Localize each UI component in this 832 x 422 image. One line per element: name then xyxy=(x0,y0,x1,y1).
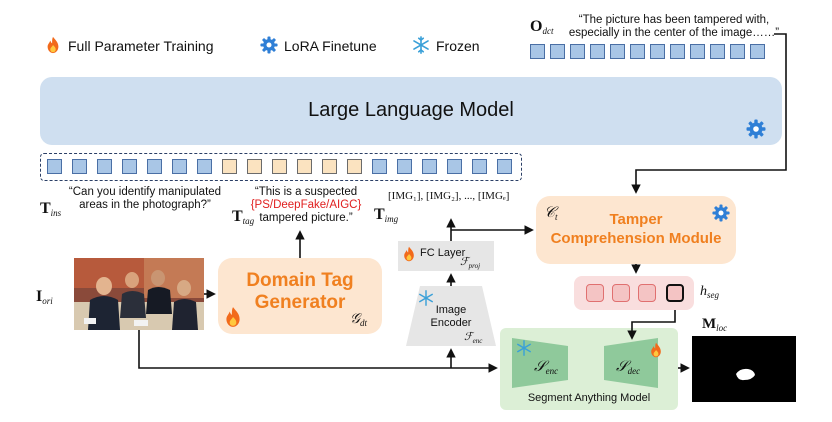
tamper-comprehension-module: 𝒞t Tamper Comprehension Module xyxy=(536,196,736,264)
output-token xyxy=(750,44,765,59)
seg-symbol: hseg xyxy=(700,284,719,300)
output-token xyxy=(710,44,725,59)
input-token xyxy=(47,159,62,174)
output-token xyxy=(650,44,665,59)
seg-cell xyxy=(612,284,630,302)
gear-icon xyxy=(712,204,730,227)
input-token xyxy=(72,159,87,174)
domain-tag-generator: Domain Tag Generator 𝒢dt xyxy=(218,258,382,334)
output-token xyxy=(730,44,745,59)
legend-lora-label: LoRA Finetune xyxy=(284,38,377,54)
legend-frozen-label: Frozen xyxy=(436,38,480,54)
input-token xyxy=(347,159,362,174)
output-token xyxy=(530,44,545,59)
localization-mask xyxy=(692,336,796,402)
input-token xyxy=(397,159,412,174)
tcm-symbol: 𝒞t xyxy=(544,205,558,222)
ins-text: “Can you identify manipulated areas in t… xyxy=(68,186,222,211)
input-token xyxy=(472,159,487,174)
output-token xyxy=(590,44,605,59)
image-encoder-label: Image Encoder xyxy=(430,304,472,329)
sam-decoder-symbol: 𝒮dec xyxy=(616,359,641,376)
output-token xyxy=(550,44,565,59)
domain-tag-symbol: 𝒢dt xyxy=(350,312,367,328)
fire-icon xyxy=(401,246,417,267)
output-token xyxy=(630,44,645,59)
input-token xyxy=(197,159,212,174)
input-token xyxy=(147,159,162,174)
output-text: “The picture has been tampered with, esp… xyxy=(568,14,780,39)
img-tokens-text: [IMG₁], [IMG₂], ..., [IMGₑ] xyxy=(388,190,510,202)
fc-layer-label: FC Layer xyxy=(420,247,466,259)
img-symbol: Timg xyxy=(374,206,399,224)
fire-icon xyxy=(648,342,664,363)
snowflake-icon xyxy=(412,36,430,59)
seg-cell xyxy=(638,284,656,302)
seg-token-box xyxy=(574,276,694,310)
input-token xyxy=(122,159,137,174)
image-encoder-symbol: ℱenc xyxy=(464,331,483,345)
legend-full-label: Full Parameter Training xyxy=(68,38,214,54)
sam-encoder-symbol: 𝒮enc xyxy=(534,359,559,376)
ins-symbol: Tins xyxy=(40,200,62,218)
original-photo xyxy=(74,258,204,330)
seg-token-cell xyxy=(666,284,684,302)
image-symbol: Iori xyxy=(36,288,53,306)
fc-layer: FC Layer ℱproj xyxy=(398,241,494,271)
mask-symbol: Mloc xyxy=(702,316,728,333)
output-token xyxy=(690,44,705,59)
llm-title: Large Language Model xyxy=(308,99,514,121)
domain-tag-title: Domain Tag Generator xyxy=(246,270,354,313)
tcm-title: Tamper Comprehension Module xyxy=(550,211,722,247)
input-token xyxy=(372,159,387,174)
input-token xyxy=(247,159,262,174)
gear-icon xyxy=(746,119,766,144)
input-token xyxy=(447,159,462,174)
input-token xyxy=(422,159,437,174)
fire-icon xyxy=(44,36,62,59)
input-token xyxy=(272,159,287,174)
fc-layer-symbol: ℱproj xyxy=(460,256,481,270)
tag-symbol: Ttag xyxy=(232,208,255,226)
snowflake-icon xyxy=(418,290,434,311)
input-token xyxy=(497,159,512,174)
large-language-model: Large Language Model xyxy=(40,77,782,145)
input-token xyxy=(222,159,237,174)
gear-icon xyxy=(260,36,278,59)
input-token xyxy=(172,159,187,174)
output-token xyxy=(610,44,625,59)
segment-anything-model: 𝒮enc 𝒮dec Segment Anything Model xyxy=(500,328,678,410)
fire-icon xyxy=(222,306,244,333)
seg-cell xyxy=(586,284,604,302)
output-symbol: Odct xyxy=(530,18,554,36)
snowflake-icon xyxy=(516,340,532,361)
input-token xyxy=(297,159,312,174)
input-token xyxy=(97,159,112,174)
sam-label: Segment Anything Model xyxy=(527,392,651,404)
output-token xyxy=(570,44,585,59)
tag-text: “This is a suspected {PS/DeepFake/AIGC} … xyxy=(250,186,362,224)
input-token-row xyxy=(40,153,522,181)
output-token xyxy=(670,44,685,59)
input-token xyxy=(322,159,337,174)
